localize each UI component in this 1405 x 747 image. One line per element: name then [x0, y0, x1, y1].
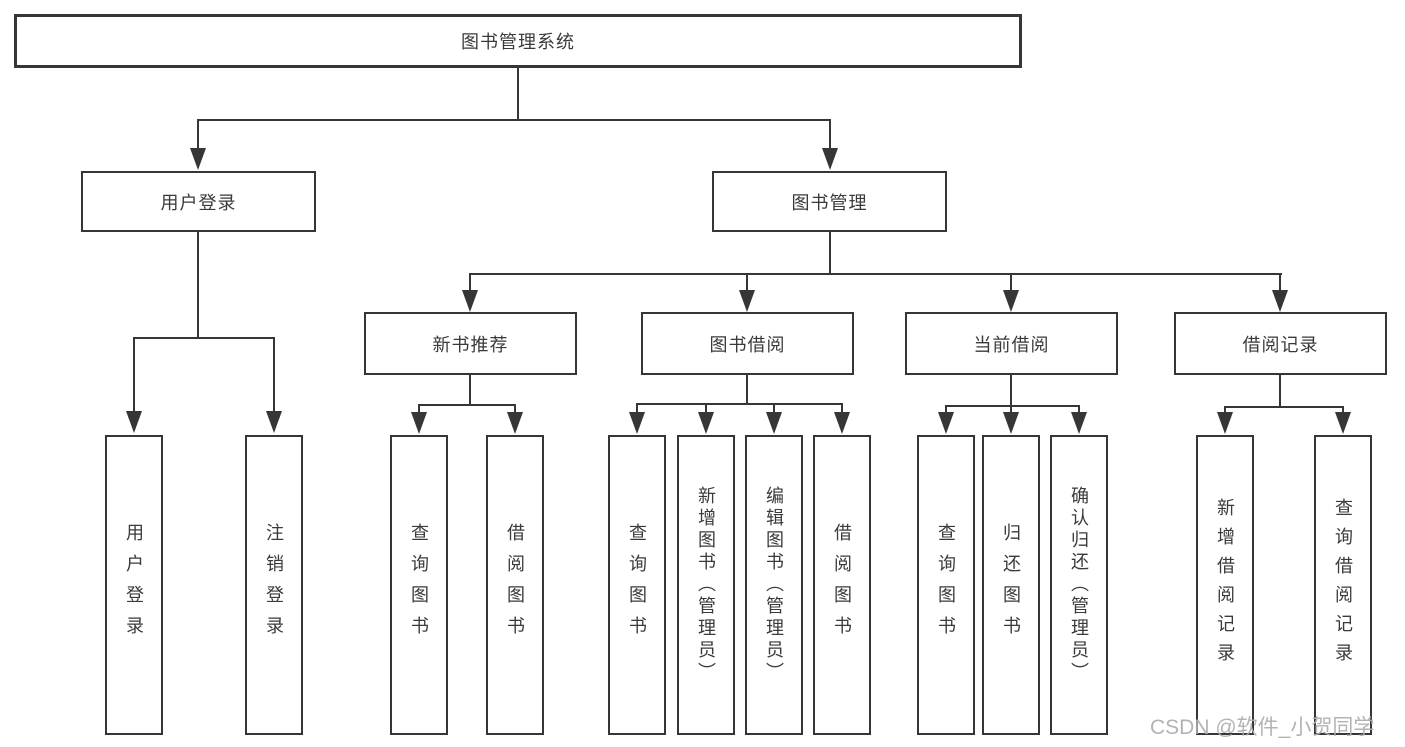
connector-hline — [197, 119, 831, 121]
connector-vline — [746, 375, 748, 405]
arrowhead-down-icon — [126, 411, 142, 433]
connector-vline — [841, 403, 843, 416]
node-library-management-system: 图书管理系统 — [14, 14, 1022, 68]
connector-vline — [945, 405, 947, 416]
connector-vline — [746, 273, 748, 293]
arrowhead-down-icon — [629, 412, 645, 434]
leaf-label: 借阅图书 — [505, 523, 525, 647]
connector-vline — [1279, 375, 1281, 408]
node-label: 当前借阅 — [973, 334, 1050, 355]
connector-vline — [1010, 405, 1012, 416]
node-book-management: 图书管理 — [712, 171, 947, 232]
arrowhead-down-icon — [190, 148, 206, 170]
arrowhead-down-icon — [822, 148, 838, 170]
connector-vline — [418, 404, 420, 416]
arrowhead-down-icon — [462, 290, 478, 312]
arrowhead-down-icon — [266, 411, 282, 433]
leaf-query-books-recommend: 查询图书 — [390, 435, 448, 735]
leaf-label: 用户登录 — [124, 523, 144, 647]
node-book-borrowing: 图书借阅 — [641, 312, 854, 375]
leaf-label: 确认归还（管理员） — [1069, 486, 1089, 684]
csdn-watermark: CSDN @软件_小贺同学 — [1150, 716, 1375, 739]
leaf-query-books-borrowing: 查询图书 — [608, 435, 666, 735]
leaf-label: 注销登录 — [264, 523, 284, 647]
leaf-label: 查询借阅记录 — [1333, 498, 1353, 672]
arrowhead-down-icon — [507, 412, 523, 434]
leaf-label: 借阅图书 — [832, 523, 852, 647]
connector-vline — [469, 375, 471, 406]
arrowhead-down-icon — [411, 412, 427, 434]
node-label: 用户登录 — [160, 192, 237, 213]
leaf-borrow-books: 借阅图书 — [813, 435, 871, 735]
leaf-label: 查询图书 — [409, 523, 429, 647]
connector-vline — [1279, 273, 1281, 293]
connector-hline — [1224, 406, 1343, 408]
connector-vline — [469, 273, 471, 293]
arrowhead-down-icon — [1071, 412, 1087, 434]
leaf-label: 编辑图书（管理员） — [764, 486, 784, 684]
arrowhead-down-icon — [834, 412, 850, 434]
arrowhead-down-icon — [1003, 290, 1019, 312]
leaf-query-borrow-record: 查询借阅记录 — [1314, 435, 1372, 735]
leaf-query-books-current: 查询图书 — [917, 435, 975, 735]
connector-vline — [517, 68, 519, 121]
arrowhead-down-icon — [698, 412, 714, 434]
leaf-borrow-books-recommend: 借阅图书 — [486, 435, 544, 735]
connector-vline — [1078, 405, 1080, 416]
node-new-book-recommend: 新书推荐 — [364, 312, 577, 375]
connector-hline — [945, 405, 1079, 407]
node-label: 图书管理系统 — [461, 32, 575, 52]
arrowhead-down-icon — [938, 412, 954, 434]
connector-vline — [829, 232, 831, 275]
connector-vline — [197, 119, 199, 151]
node-user-login: 用户登录 — [81, 171, 316, 232]
connector-vline — [705, 403, 707, 416]
node-label: 新书推荐 — [432, 334, 509, 355]
leaf-add-borrow-record: 新增借阅记录 — [1196, 435, 1254, 735]
arrowhead-down-icon — [1272, 290, 1288, 312]
connector-vline — [1342, 406, 1344, 416]
node-label: 图书管理 — [791, 192, 868, 213]
leaf-label: 查询图书 — [936, 523, 956, 647]
leaf-logout: 注销登录 — [245, 435, 303, 735]
leaf-label: 查询图书 — [627, 523, 647, 647]
connector-hline — [133, 337, 275, 339]
leaf-return-books: 归还图书 — [982, 435, 1040, 735]
connector-vline — [514, 404, 516, 416]
node-label: 图书借阅 — [709, 334, 786, 355]
arrowhead-down-icon — [739, 290, 755, 312]
leaf-edit-books-admin: 编辑图书（管理员） — [745, 435, 803, 735]
connector-hline — [636, 403, 842, 405]
connector-vline — [133, 337, 135, 413]
connector-vline — [1010, 273, 1012, 293]
arrowhead-down-icon — [1335, 412, 1351, 434]
connector-vline — [197, 232, 199, 339]
arrowhead-down-icon — [1003, 412, 1019, 434]
node-label: 借阅记录 — [1242, 334, 1319, 355]
arrowhead-down-icon — [766, 412, 782, 434]
node-current-borrowing: 当前借阅 — [905, 312, 1118, 375]
leaf-label: 新增图书（管理员） — [696, 486, 716, 684]
connector-vline — [1224, 406, 1226, 416]
connector-vline — [773, 403, 775, 416]
leaf-label: 归还图书 — [1001, 523, 1021, 647]
node-borrowing-records: 借阅记录 — [1174, 312, 1387, 375]
connector-hline — [418, 404, 516, 406]
connector-vline — [1010, 375, 1012, 407]
arrowhead-down-icon — [1217, 412, 1233, 434]
connector-vline — [636, 403, 638, 416]
connector-hline — [470, 273, 1282, 275]
leaf-confirm-return-admin: 确认归还（管理员） — [1050, 435, 1108, 735]
leaf-user-login: 用户登录 — [105, 435, 163, 735]
leaf-label: 新增借阅记录 — [1215, 498, 1235, 672]
leaf-add-books-admin: 新增图书（管理员） — [677, 435, 735, 735]
connector-vline — [273, 337, 275, 413]
connector-vline — [829, 119, 831, 151]
